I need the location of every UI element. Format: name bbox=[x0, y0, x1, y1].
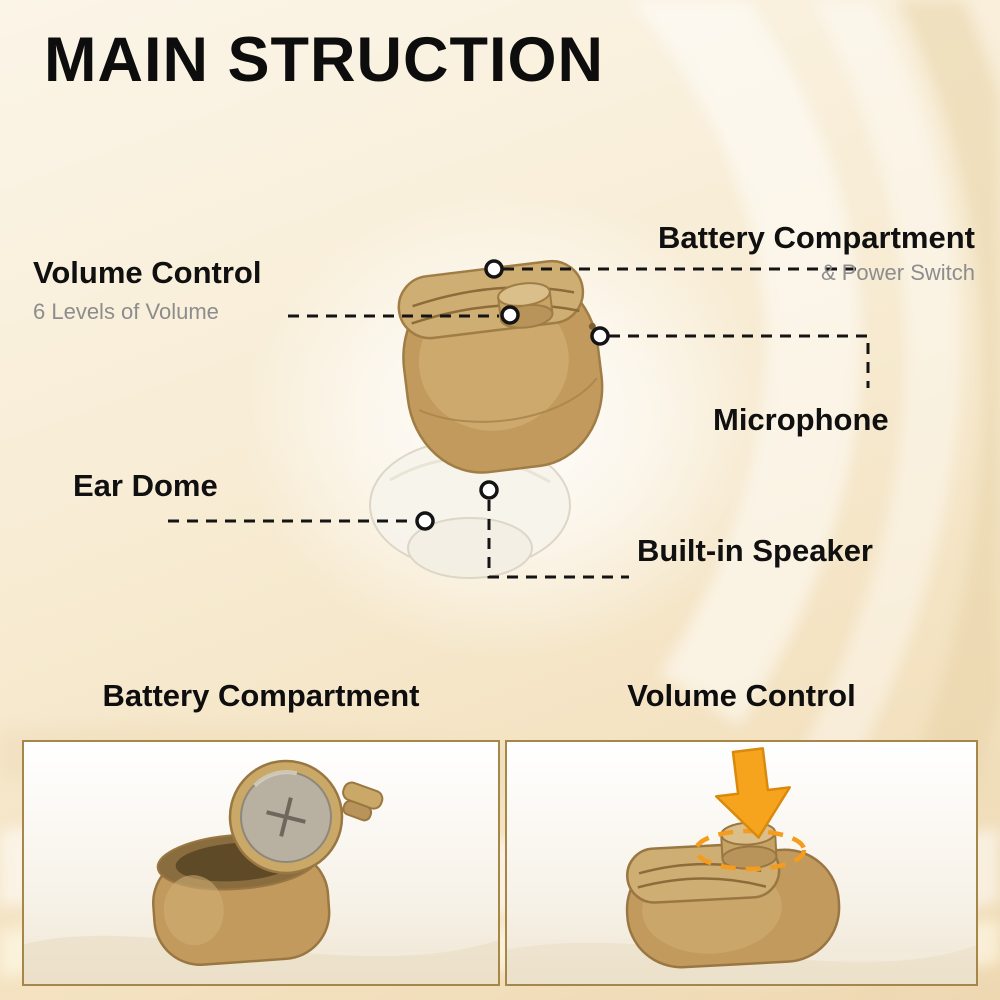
label-built-in-speaker: Built-in Speaker bbox=[637, 533, 873, 569]
built-in-speaker-title: Built-in Speaker bbox=[637, 533, 873, 568]
down-arrow-icon bbox=[715, 747, 791, 839]
device-body bbox=[397, 259, 604, 474]
marker-battery-compartment bbox=[484, 259, 504, 279]
hearing-aid-illustration bbox=[369, 259, 604, 579]
volume-panel-heading: Volume Control bbox=[627, 678, 856, 713]
label-volume-control: Volume Control 6 Levels of Volume bbox=[33, 255, 261, 325]
battery-panel-heading: Battery Compartment bbox=[102, 678, 420, 713]
volume-rotate-illustration bbox=[507, 747, 976, 984]
rotation-ellipse-icon bbox=[693, 828, 807, 872]
door-hinge bbox=[342, 781, 384, 822]
battery-open-illustration bbox=[24, 759, 498, 984]
microphone-port bbox=[588, 322, 596, 330]
label-ear-dome: Ear Dome bbox=[73, 468, 218, 504]
volume-control-subtitle: 6 Levels of Volume bbox=[33, 299, 219, 324]
marker-ear-dome bbox=[415, 511, 435, 531]
ear-dome-title: Ear Dome bbox=[73, 468, 218, 503]
volume-control-panel bbox=[505, 740, 978, 986]
marker-microphone bbox=[590, 326, 610, 346]
leader-microphone bbox=[609, 334, 870, 388]
battery-lid bbox=[228, 759, 344, 875]
leader-built-in-speaker bbox=[487, 500, 629, 579]
battery-compartment-title: Battery Compartment bbox=[658, 220, 975, 255]
marker-volume-control bbox=[500, 305, 520, 325]
device-body bbox=[625, 821, 841, 969]
label-battery-compartment: Battery Compartment & Power Switch bbox=[658, 220, 975, 286]
battery-compartment-panel bbox=[22, 740, 500, 986]
microphone-title: Microphone bbox=[713, 402, 889, 437]
marker-built-in-speaker bbox=[479, 480, 499, 500]
label-microphone: Microphone bbox=[713, 402, 889, 438]
battery-compartment-subtitle: & Power Switch bbox=[820, 260, 975, 285]
volume-control-title: Volume Control bbox=[33, 255, 262, 290]
page-title: MAIN STRUCTION bbox=[44, 25, 604, 95]
